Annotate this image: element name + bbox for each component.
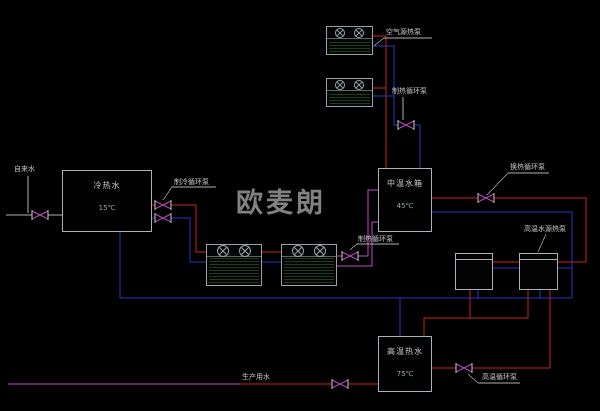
fan-icon	[292, 244, 304, 257]
fan-icon	[335, 79, 346, 90]
tank-title: 高温热水	[387, 347, 423, 356]
air-source-heat-pump-unit-1	[326, 26, 373, 55]
heat-pump-unit-4	[281, 244, 337, 286]
leader-lines	[6, 37, 549, 384]
pump-production-icon	[331, 379, 349, 389]
heat-pump-grille	[329, 40, 370, 52]
label-cooling-circulation-pump: 制冷循环泵	[174, 178, 209, 186]
label-high-temp-water-source-hp: 高温水源热泵	[524, 225, 566, 233]
supply-pipes	[152, 35, 587, 385]
tank-temperature: 45℃	[396, 202, 414, 210]
pump-tap-water-icon	[31, 210, 49, 220]
label-tap-water: 自来水	[14, 165, 35, 173]
label-heating-circulation-pump-top: 制热循环泵	[392, 87, 427, 95]
label-air-source-heat-pump: 空气源热泵	[386, 28, 421, 36]
mid-temp-water-tank: 中温水箱 45℃	[378, 168, 432, 232]
air-source-heat-pump-unit-2	[326, 78, 373, 107]
pump-heating-top-icon	[397, 120, 415, 130]
water-source-heat-pump-1	[455, 253, 493, 290]
tank-temperature: 75℃	[396, 370, 414, 378]
heat-pump-grille	[209, 258, 259, 283]
tank-temperature: 15℃	[98, 204, 116, 212]
fan-icon	[353, 27, 364, 38]
cold-hot-water-tank: 冷热水 15℃	[62, 170, 152, 232]
tank-title: 中温水箱	[387, 179, 423, 188]
water-source-heat-pump-2	[519, 253, 558, 290]
label-production-water: 生产用水	[242, 373, 270, 381]
fan-icon	[335, 27, 346, 38]
pump-symbols	[31, 120, 495, 389]
pump-cooling-a-icon	[154, 200, 172, 210]
return-pipes	[119, 45, 573, 336]
fan-icon	[239, 244, 251, 257]
pump-cooling-b-icon	[154, 213, 172, 223]
pump-heating-mid-icon	[341, 251, 359, 261]
pump-high-temp-icon	[455, 363, 473, 373]
label-heat-exchange-pump: 换热循环泵	[510, 163, 545, 171]
brand-watermark: 欧麦朗	[236, 188, 326, 219]
label-high-temp-circulation-pump: 高温循环泵	[482, 373, 517, 381]
heat-pump-unit-3	[206, 244, 262, 286]
fan-icon	[217, 244, 229, 257]
heat-pump-grille	[329, 92, 370, 104]
fan-icon	[314, 244, 326, 257]
fan-icon	[353, 79, 364, 90]
tank-title: 冷热水	[93, 181, 121, 190]
heat-pump-grille	[284, 258, 334, 283]
high-temp-water-tank: 高温热水 75℃	[378, 336, 432, 392]
label-heating-circulation-pump-mid: 制热循环泵	[358, 235, 393, 243]
pump-exchange-icon	[477, 193, 495, 203]
